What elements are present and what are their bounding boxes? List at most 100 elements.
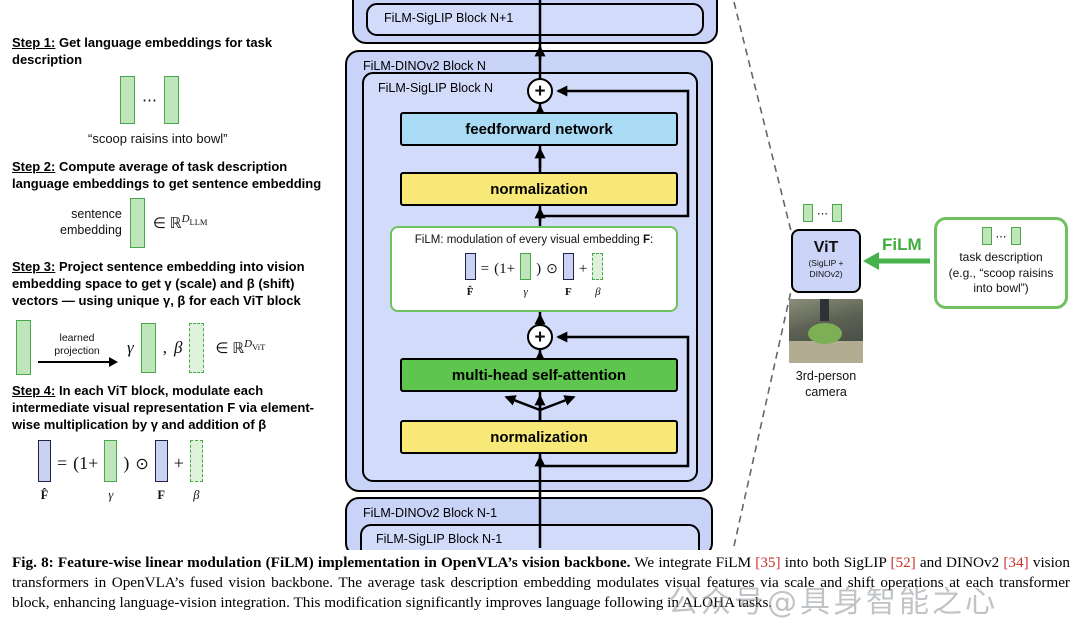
residual-skip-upper [540,85,690,218]
step3-label: Step 3: [12,259,56,274]
gamma-bar [140,322,156,373]
vit-title: ViT [813,239,839,256]
block-label: FiLM-SigLIP Block N-1 [376,532,503,546]
step1-title: Step 1: Get language embeddings for task… [12,34,338,68]
film-arrow-label: FiLM [882,235,922,254]
f-label: F [564,286,572,298]
embedding-bar [981,227,992,245]
sentence-word: sentence [71,207,122,222]
plus-glyph: + [534,326,546,348]
plus-symbol: + [578,260,588,277]
dim-vit-math: ∈ ℝDViT [215,338,265,358]
plus-glyph: + [534,80,546,102]
caption-text: vision transformers in OpenVLA’s fused v… [12,554,1070,612]
embedding-word: embedding [60,223,122,237]
figure-caption: Fig. 8: Feature-wise linear modulation (… [0,550,1080,635]
task-text-line3: into bowl”) [973,281,1029,296]
block-label: FiLM-DINOv2 Block N-1 [363,506,498,520]
odot-symbol: ⊙ [546,261,558,277]
odot-symbol: ⊙ [135,455,149,473]
step2-title: Step 2: Compute average of task descript… [12,158,338,192]
open-paren: (1+ [494,260,516,277]
fhat-bar-stack: F̂ [38,440,51,502]
sentence-embedding-label: sentence embedding [60,207,122,238]
caption-text: and DINOv2 [915,554,1004,571]
f-bar [562,253,574,280]
film-arrow [863,252,930,270]
task-text-line2: (e.g., “scoop raisins [948,265,1054,280]
beta-bar-stack: β [189,440,203,502]
step2-label: Step 2: [12,159,56,174]
caption-text: into both SigLIP [780,554,891,571]
beta-symbol: β [173,337,183,357]
dim-subscript: ViT [252,341,266,352]
step3-title: Step 3: Project sentence embedding into … [12,258,338,309]
open-paren: (1+ [73,453,99,473]
green-bowl [808,323,842,344]
normalization-box-top: normalization [400,172,678,206]
comma: , [162,337,167,357]
zoom-dashed-line-top [733,1,792,232]
embedding-bar [832,204,842,222]
beta-bar-stack: β [592,253,604,298]
step1-label: Step 1: [12,35,56,50]
watermark: 公众号@具身智能之心 [668,585,998,620]
normalization-box-bottom: normalization [400,420,678,454]
fhat-label: F̂ [40,488,49,502]
dim-subscript: LLM [189,217,208,228]
film-modulation-box: FiLM: modulation of every visual embeddi… [390,226,678,312]
f-bar-stack: F [562,253,574,298]
dim-symbol: D [244,337,253,350]
step2-illustration: sentence embedding ∈ ℝDLLM [60,198,207,248]
dim-symbol: D [181,213,190,225]
feedforward-box: feedforward network [400,112,678,146]
gamma-label: γ [523,286,528,298]
vit-box: ViT (SigLIP + DINOv2) [791,229,861,293]
f-bar [154,440,168,482]
step1-text: Get language embeddings for task descrip… [12,35,273,68]
beta-bar [189,440,203,482]
fhat-bar-stack: F̂ [464,253,476,298]
in-real-symbol: ∈ ℝ [215,340,245,357]
gamma-bar [104,440,118,482]
citation-34[interactable]: [34] [1003,554,1029,571]
fhat-bar [464,253,476,280]
in-real-symbol: ∈ ℝ [152,216,182,232]
close-paren: ) [536,260,542,277]
caption-bold-lead: Fig. 8: Feature-wise linear modulation (… [12,554,631,571]
arrow-label-projection: projection [54,345,100,357]
block-label: FiLM-SigLIP Block N [378,81,494,95]
step4-text: In each ViT block, modulate each interme… [12,383,314,433]
beta-bar [189,322,205,373]
embedding-bar [1010,227,1021,245]
camera-label: 3rd-person camera [780,369,872,400]
arrow-label-learned: learned [59,332,95,345]
camera-label-line2: camera [805,384,847,399]
step2-text: Compute average of task description lang… [12,159,322,192]
gamma-symbol: γ [127,337,134,357]
film-formula: F̂ = (1+ γ ) ⊙ F + β [392,253,676,298]
vit-subtitle-line2: DINOv2) [809,268,843,279]
residual-add-circle-bottom: + [527,324,553,350]
block-siglip-n-plus-1: FiLM-SigLIP Block N+1 [366,3,704,36]
learned-projection-arrow: learned projection [38,332,118,367]
citation-52[interactable]: [52] [890,554,916,571]
beta-bar [592,253,604,280]
camera-photo [789,299,863,363]
task-embedding-bars: ⋯ [937,227,1065,245]
equals: = [480,260,490,277]
embedding-bar [164,76,179,124]
gamma-bar-stack: γ [520,253,532,298]
camera-label-line1: 3rd-person [795,369,857,383]
qkv-arrow-left [504,395,541,412]
robot-arm [820,299,829,321]
step1-task-quote: “scoop raisins into bowl” [88,131,228,146]
task-text-line1: task description [959,250,1043,264]
vit-subtitle-line1: (SigLIP + [808,258,844,268]
citation-35[interactable]: [35] [755,554,781,571]
fhat-label: F̂ [466,286,474,298]
film-title-f: F [642,234,651,246]
dim-llm-math: ∈ ℝDLLM [153,213,208,233]
block-label: FiLM-DINOv2 Block N [363,59,486,73]
